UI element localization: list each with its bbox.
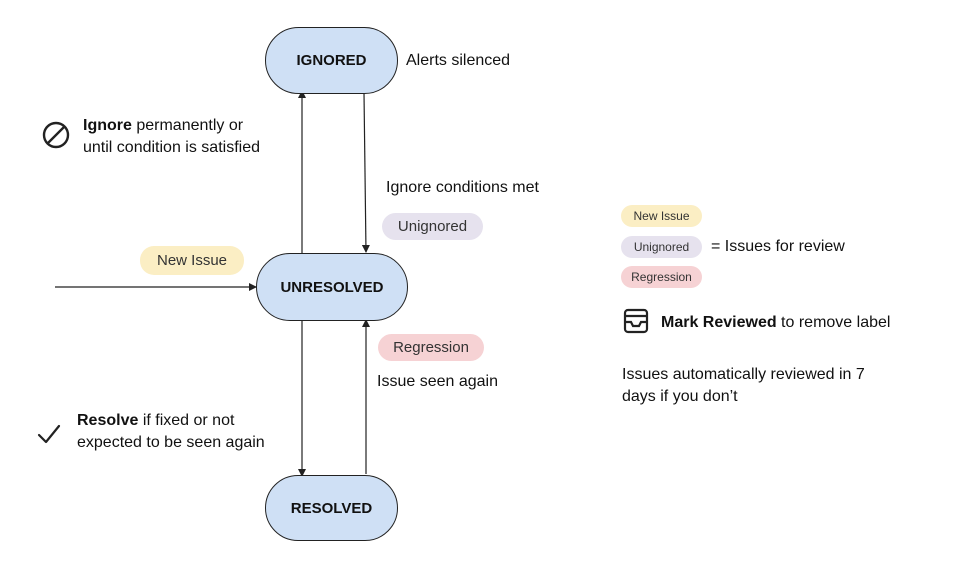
state-ignored-label: IGNORED (296, 52, 367, 69)
issue-seen-again-text: Issue seen again (377, 373, 498, 390)
arrow-ignored-to-unresolved (361, 92, 370, 253)
checkmark-icon (37, 424, 61, 444)
legend-new-issue: New Issue (621, 205, 702, 227)
legend-unignored: Unignored (621, 236, 702, 258)
badge-unignored: Unignored (382, 213, 483, 240)
auto-review-note: Issues automatically reviewed in 7 days … (622, 366, 865, 405)
badge-new-issue: New Issue (140, 246, 244, 275)
resolve-note: Resolve if fixed or not expected to be s… (77, 412, 265, 451)
state-unresolved: UNRESOLVED (256, 253, 408, 321)
mark-reviewed-bold: Mark Reviewed (661, 314, 777, 331)
mark-reviewed-text: Mark Reviewed to remove label (661, 314, 891, 331)
state-resolved-label: RESOLVED (290, 499, 373, 517)
resolve-bold: Resolve (77, 412, 139, 429)
state-resolved: RESOLVED (265, 475, 398, 541)
state-ignored: IGNORED (265, 27, 398, 94)
ignore-bold: Ignore (83, 117, 132, 134)
legend-regression: Regression (621, 266, 702, 288)
legend-equals-text: = Issues for review (711, 238, 845, 255)
state-unresolved-label: UNRESOLVED (280, 278, 384, 296)
ignore-note: Ignore permanently or until condition is… (83, 117, 260, 156)
ignore-conditions-met-text: Ignore conditions met (386, 179, 539, 196)
badge-regression: Regression (378, 334, 484, 361)
inbox-icon (623, 308, 649, 334)
ban-icon (42, 121, 70, 149)
alerts-silenced-text: Alerts silenced (406, 52, 511, 69)
